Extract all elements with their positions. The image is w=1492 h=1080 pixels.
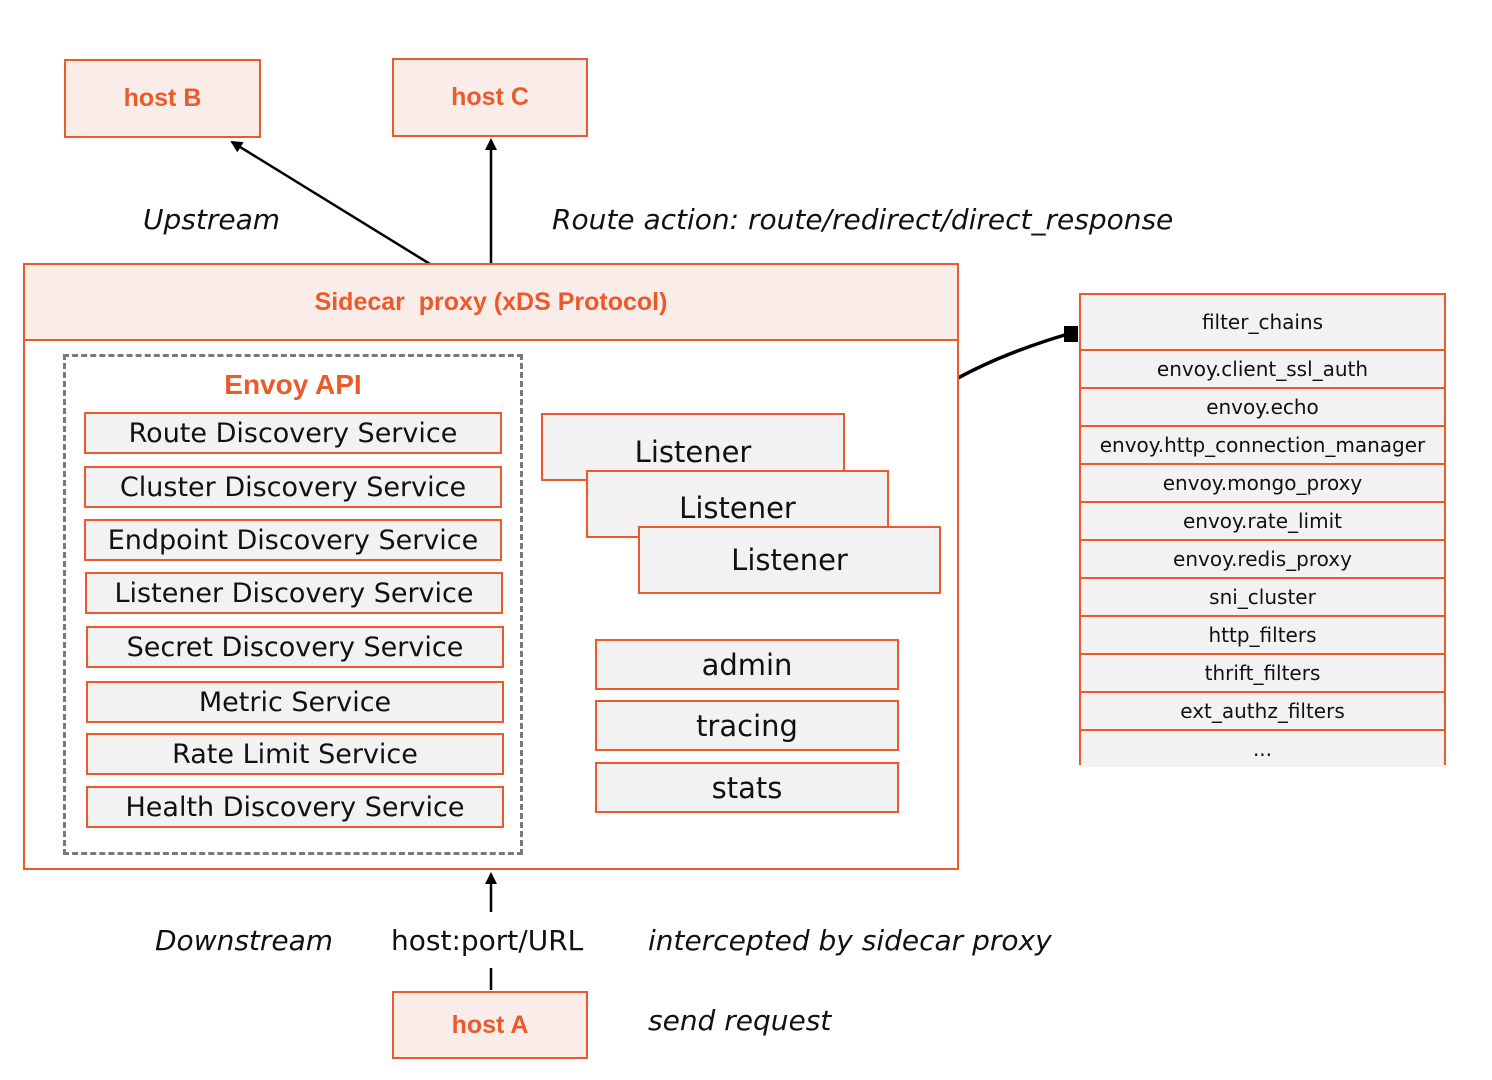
stats-box: stats — [595, 762, 899, 813]
host-port-url-label: host:port/URL — [391, 924, 584, 957]
listener-label-1: Listener — [634, 435, 752, 469]
host-b-label: host B — [123, 84, 202, 112]
filter-item: envoy.rate_limit — [1081, 503, 1444, 541]
filter-item: ext_authz_filters — [1081, 693, 1444, 731]
sidecar-proxy-header: Sidecar proxy (xDS Protocol) — [23, 263, 959, 341]
tracing-box: tracing — [595, 700, 899, 751]
metric-service: Metric Service — [86, 681, 504, 723]
admin-box: admin — [595, 639, 899, 690]
sidecar-proxy-title: Sidecar proxy (xDS Protocol) — [314, 287, 668, 316]
filter-connector-handle — [1064, 326, 1078, 342]
listener-label-3: Listener — [731, 543, 848, 577]
filter-item: envoy.echo — [1081, 389, 1444, 427]
filter-item: envoy.mongo_proxy — [1081, 465, 1444, 503]
envoy-api-title: Envoy API — [224, 369, 362, 400]
filter-chains-panel: filter_chains envoy.client_ssl_auth envo… — [1079, 293, 1446, 767]
send-request-label: send request — [648, 1004, 832, 1037]
listener-label-2: Listener — [679, 491, 796, 525]
filter-item: http_filters — [1081, 617, 1444, 655]
host-a-label: host A — [451, 1010, 529, 1039]
rate-limit-service: Rate Limit Service — [86, 733, 504, 775]
route-discovery-service: Route Discovery Service — [84, 412, 502, 454]
host-b-box: host B — [64, 59, 261, 138]
envoy-api-group — [63, 354, 523, 855]
health-discovery-service: Health Discovery Service — [86, 786, 504, 828]
filter-item: envoy.client_ssl_auth — [1081, 351, 1444, 389]
listener-box-3: Listener — [638, 526, 941, 594]
arrow-to-host-b — [230, 140, 431, 266]
intercepted-label: intercepted by sidecar proxy — [648, 924, 1052, 957]
downstream-label: Downstream — [155, 924, 334, 957]
filter-item: envoy.redis_proxy — [1081, 541, 1444, 579]
filter-chains-header: filter_chains — [1081, 295, 1444, 351]
endpoint-discovery-service: Endpoint Discovery Service — [84, 519, 502, 561]
route-action-label: Route action: route/redirect/direct_resp… — [552, 203, 1174, 236]
secret-discovery-service: Secret Discovery Service — [86, 626, 504, 668]
cluster-discovery-service: Cluster Discovery Service — [84, 466, 502, 508]
upstream-label: Upstream — [143, 203, 281, 236]
listener-discovery-service: Listener Discovery Service — [85, 572, 503, 614]
host-c-box: host C — [392, 58, 588, 137]
listener-box-1: Listener — [541, 413, 845, 481]
host-c-label: host C — [451, 83, 529, 111]
filter-item: sni_cluster — [1081, 579, 1444, 617]
filter-item: envoy.http_connection_manager — [1081, 427, 1444, 465]
filter-item-more: ... — [1081, 731, 1444, 767]
filter-item: thrift_filters — [1081, 655, 1444, 693]
host-a-box: host A — [392, 991, 588, 1059]
